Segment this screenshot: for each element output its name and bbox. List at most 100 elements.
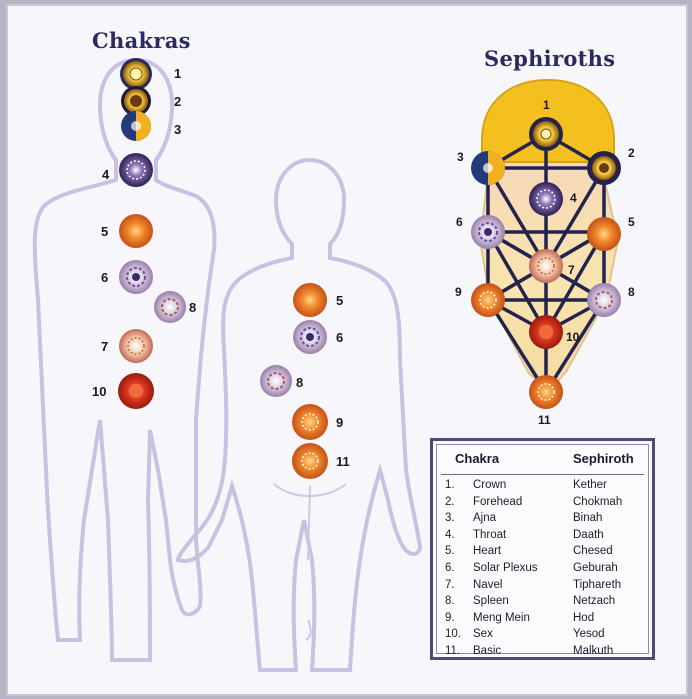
front-orb-3-ajna: [121, 111, 151, 141]
tree-orb-1: [529, 117, 563, 151]
tree-label-6: 6: [456, 215, 463, 229]
tree-label-1: 1: [543, 98, 550, 112]
tree-orb-3: [471, 151, 505, 185]
legend-divider: [441, 474, 644, 475]
legend-row-chakra: Ajna: [473, 512, 497, 525]
legend-row-chakra: Crown: [473, 479, 507, 491]
back-orb-5: [293, 283, 327, 317]
front-label-2: 2: [174, 94, 182, 109]
tree-label-9: 9: [455, 285, 462, 299]
front-orbs: [118, 58, 186, 409]
legend-row-sephiroth: Chokmah: [573, 495, 623, 508]
back-orb-11: [292, 443, 328, 479]
legend-row-sephiroth: Yesod: [573, 628, 605, 641]
legend-inner-frame: [436, 444, 649, 654]
legend-row: 4. Throat Daath: [433, 529, 652, 545]
front-label-3: 3: [174, 122, 182, 137]
tree-label-5: 5: [628, 215, 635, 229]
tree-orb-10: [529, 315, 563, 349]
tree-orbs: [471, 117, 621, 409]
legend-row-sephiroth: Tiphareth: [573, 578, 622, 591]
front-orb-7-navel: [119, 329, 153, 363]
tree-orb-9: [471, 283, 505, 317]
front-label-7: 7: [101, 339, 109, 354]
legend-row-number: 2.: [445, 495, 455, 508]
legend-row: 5. Heart Chesed: [433, 545, 652, 561]
legend-row: 1. Crown Kether: [433, 479, 652, 495]
back-label-6: 6: [336, 330, 344, 345]
legend-row-chakra: Spleen: [473, 595, 509, 608]
legend-row: 3. Ajna Binah: [433, 512, 652, 528]
legend-row-number: 8.: [445, 595, 455, 608]
legend-row: 2. Forehead Chokmah: [433, 496, 652, 512]
legend-row-number: 7.: [445, 578, 455, 591]
tree-label-11: 11: [538, 413, 551, 427]
legend-row: 7. Navel Tiphareth: [433, 579, 652, 595]
legend-row-number: 5.: [445, 545, 455, 558]
legend-row-chakra: Navel: [473, 578, 503, 591]
legend-row-chakra: Throat: [473, 528, 507, 541]
back-orb-6: [293, 320, 327, 354]
legend-row-chakra: Solar Plexus: [473, 562, 538, 574]
legend-row-number: 3.: [445, 512, 455, 525]
back-label-5: 5: [336, 293, 344, 308]
front-orb-4-throat: [119, 153, 153, 187]
back-body-outline: [175, 157, 423, 672]
tree-label-7: 7: [568, 263, 575, 277]
back-label-11: 11: [336, 454, 350, 469]
legend-row-sephiroth: Chesed: [573, 545, 613, 558]
legend-row-chakra: Heart: [473, 545, 502, 558]
tree-label-8: 8: [628, 285, 635, 299]
back-label-8: 8: [296, 375, 304, 390]
legend-header-chakra: Chakra: [455, 451, 500, 466]
tree-orb-6: [471, 215, 505, 249]
tree-orb-11: [529, 375, 563, 409]
tree-orb-8: [587, 283, 621, 317]
back-orbs: [260, 283, 328, 479]
front-orb-10-sex: [118, 373, 154, 409]
front-label-6: 6: [101, 270, 109, 285]
legend-row-chakra: Meng Mein: [473, 611, 530, 624]
legend-row-number: 1.: [445, 479, 455, 491]
legend-row: 8. Spleen Netzach: [433, 595, 652, 611]
front-label-10: 10: [92, 384, 107, 399]
legend-row-chakra: Forehead: [473, 495, 523, 508]
tree-label-3: 3: [457, 150, 464, 164]
legend-row-number: 9.: [445, 611, 455, 624]
tree-orb-7: [529, 249, 563, 283]
legend-row-sephiroth: Kether: [573, 479, 607, 491]
legend-row-sephiroth: Netzach: [573, 595, 616, 608]
tree-orb-5: [587, 217, 621, 251]
sephiroths-heading: Sephiroths: [484, 46, 616, 71]
tree-label-4: 4: [570, 191, 577, 205]
front-body-outline: [32, 57, 217, 662]
front-orb-8-spleen: [154, 291, 186, 323]
legend-row-number: 11.: [445, 645, 461, 657]
front-label-5: 5: [101, 224, 109, 239]
legend-row-sephiroth: Binah: [573, 512, 603, 525]
tree-orb-2: [587, 151, 621, 185]
legend-row-sephiroth: Daath: [573, 528, 604, 541]
front-label-8: 8: [189, 300, 197, 315]
legend-row-sephiroth: Hod: [573, 611, 595, 624]
legend-row-number: 6.: [445, 562, 455, 574]
back-label-9: 9: [336, 415, 344, 430]
tree-label-2: 2: [628, 146, 635, 160]
legend-row-number: 4.: [445, 528, 455, 541]
chakras-heading: Chakras: [92, 28, 191, 53]
front-orb-2-forehead: [121, 86, 151, 116]
legend-row-chakra: Basic: [473, 645, 502, 657]
tree-label-10: 10: [566, 330, 580, 344]
front-label-1: 1: [174, 66, 182, 81]
front-orb-5-heart: [119, 214, 153, 248]
tree-orb-4: [529, 182, 563, 216]
front-orb-1-crown: [120, 58, 152, 90]
front-label-4: 4: [102, 167, 110, 182]
legend-row: 9. Meng Mein Hod: [433, 612, 652, 628]
